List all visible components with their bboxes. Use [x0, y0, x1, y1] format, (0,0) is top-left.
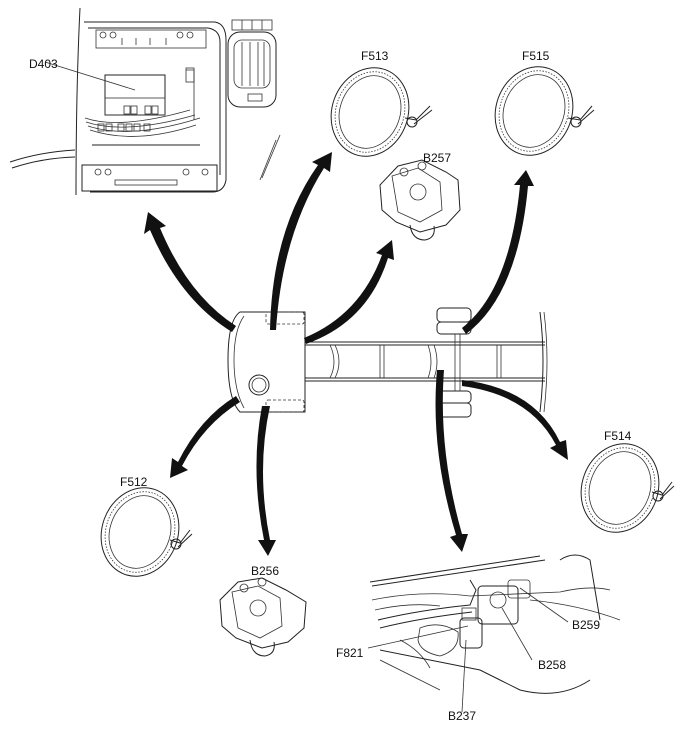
label-f514: F514	[604, 429, 632, 443]
dashboard-panel-illustration	[9, 7, 281, 196]
arrow-to-f514	[462, 380, 568, 460]
sensor-ring-f512	[100, 487, 180, 577]
f821-leader-line	[367, 625, 469, 649]
label-b259: B259	[572, 618, 601, 632]
arrow-to-f821	[435, 370, 468, 552]
sensor-ring-f515	[494, 66, 574, 156]
label-b256: B256	[251, 564, 280, 578]
b258-leader-line	[501, 607, 533, 661]
label-b258: B258	[538, 658, 567, 672]
label-f515: F515	[522, 49, 550, 63]
modulator-valve-b256	[219, 577, 307, 657]
label-f512: F512	[120, 475, 148, 489]
sensor-ring-f514	[580, 443, 660, 533]
truck-chassis-illustration	[227, 307, 548, 418]
sensor-ring-f513	[330, 67, 410, 157]
arrow-to-f512	[170, 396, 240, 478]
arrow-to-d403	[144, 212, 236, 332]
label-b257: B257	[423, 151, 452, 165]
arrow-to-f513	[270, 152, 332, 330]
arrow-to-f515	[462, 170, 534, 334]
b259-leader-line	[519, 587, 569, 623]
rear-axle-valve-assembly	[367, 554, 621, 713]
b237-leader-line	[461, 639, 467, 713]
d403-leader-line	[44, 61, 136, 91]
label-d403: D403	[29, 57, 58, 71]
modulator-valve-b257	[379, 159, 461, 241]
label-f513: F513	[361, 49, 389, 63]
label-b237: B237	[448, 709, 477, 723]
arrows	[144, 152, 568, 556]
arrow-to-b256	[256, 406, 276, 556]
label-f821: F821	[336, 646, 364, 660]
arrow-to-b257	[304, 240, 394, 344]
